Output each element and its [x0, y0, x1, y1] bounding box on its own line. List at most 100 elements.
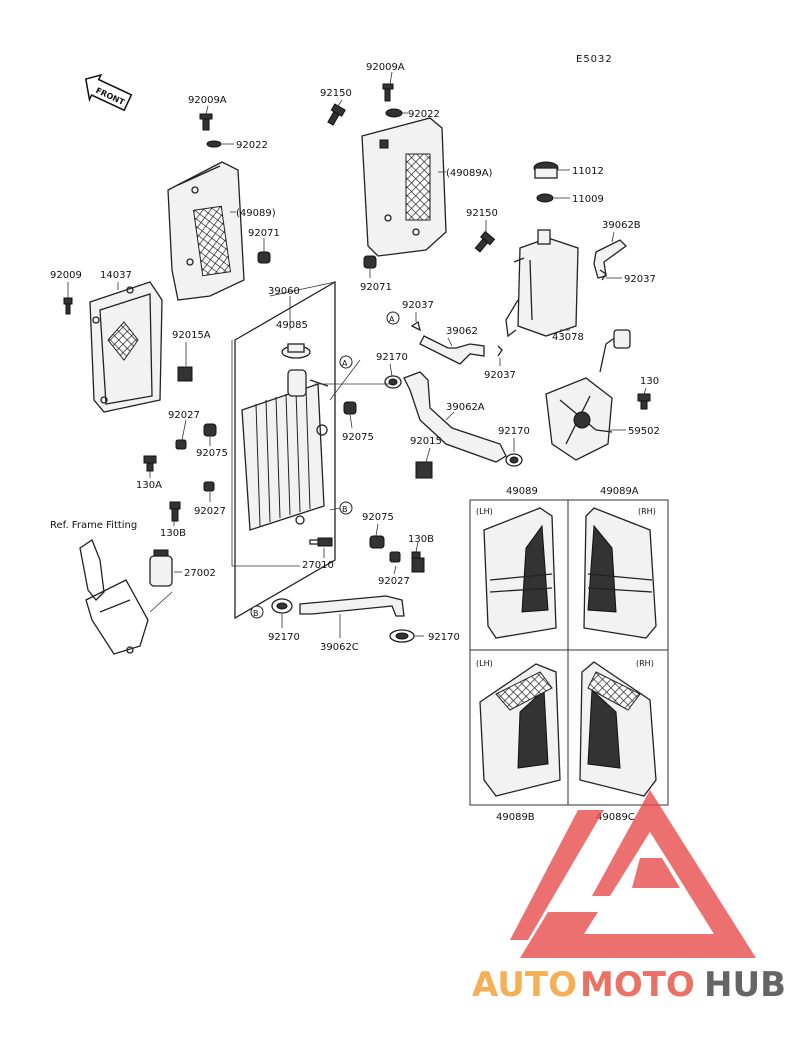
callout-49089B: 49089B: [496, 812, 535, 823]
left-shroud: [167, 161, 245, 301]
bolt-130B-right-icon: [411, 551, 425, 573]
inset-shrouds: [469, 499, 669, 806]
watermark-hub: HUB: [704, 965, 786, 1005]
callout-14037: 14037: [100, 270, 132, 281]
marker-b-radiator: B: [339, 501, 353, 515]
inset-bottom-rh: (RH): [636, 659, 654, 668]
callout-92170-c: 92170: [268, 632, 300, 643]
callout-39062C: 39062C: [320, 642, 359, 653]
marker-a-top: A: [339, 355, 353, 369]
callout-49089C: 49089C: [596, 812, 635, 823]
callout-49085: 49085: [276, 320, 308, 331]
grommet-92075-c-icon: [369, 535, 385, 549]
clamp-92170-b-icon: [505, 453, 523, 467]
callout-49089A: (49089A): [446, 168, 493, 179]
bolt-92150-top-icon: [327, 103, 346, 126]
hose-39062-icon: [419, 335, 485, 365]
callout-92150-top: 92150: [320, 88, 352, 99]
callout-92071-right: 92071: [360, 282, 392, 293]
hose-39062A-icon: [403, 371, 507, 463]
svg-text:A: A: [389, 315, 395, 324]
bolt-92150-mid-icon: [474, 230, 496, 253]
callout-11012: 11012: [572, 166, 604, 177]
clamp-92170-a-icon: [384, 375, 402, 389]
callout-92150-mid: 92150: [466, 208, 498, 219]
callout-27010: 27010: [302, 560, 334, 571]
callout-92170-a: 92170: [376, 352, 408, 363]
svg-text:A: A: [342, 359, 348, 368]
callout-130B-right: 130B: [408, 534, 434, 545]
clip-92037-right-icon: [599, 269, 607, 281]
clip-92037-b-icon: [497, 345, 503, 357]
clip-92037-a-icon: [410, 320, 421, 332]
callout-92075-c: 92075: [362, 512, 394, 523]
callout-92071-left: 92071: [248, 228, 280, 239]
clamp-92170-c-icon: [271, 598, 293, 614]
diagram-code: E5032: [576, 54, 613, 65]
hose-39062C-icon: [299, 595, 405, 617]
grommet-92075-b-icon: [343, 401, 357, 415]
cooling-fan: [545, 329, 631, 461]
callout-27002: 27002: [184, 568, 216, 579]
hose-39062B-icon: [593, 239, 627, 279]
callout-92037-b: 92037: [484, 370, 516, 381]
callout-11009: 11009: [572, 194, 604, 205]
bolt-92009-icon: [63, 297, 73, 315]
collar-92027-a-icon: [175, 439, 187, 450]
callout-92075-a: 92075: [196, 448, 228, 459]
leader-lines: [67, 71, 647, 638]
front-arrow-icon: FRONT: [84, 73, 133, 112]
callout-92037-a: 92037: [402, 300, 434, 311]
seal-11009-icon: [536, 193, 554, 203]
bolt-92009A-right-icon: [382, 83, 394, 102]
callout-59502: 59502: [628, 426, 660, 437]
washer-92022-right-icon: [385, 108, 403, 118]
callout-39062A: 39062A: [446, 402, 485, 413]
callout-92037-c: 92037: [624, 274, 656, 285]
callout-130B-left: 130B: [160, 528, 186, 539]
callout-92022-right: 92022: [408, 109, 440, 120]
bolt-130B-left-icon: [169, 501, 181, 522]
callout-49089A-inset: 49089A: [600, 486, 639, 497]
callout-39062: 39062: [446, 326, 478, 337]
nut-92015-icon: [415, 461, 433, 479]
right-shroud: [361, 117, 447, 257]
callout-92027-b: 92027: [194, 506, 226, 517]
inset-top-rh: (RH): [638, 507, 656, 516]
callout-92015A: 92015A: [172, 330, 211, 341]
collar-92027-b-icon: [203, 481, 215, 492]
callout-labels: 92009A 92022 (49089) 92071 92009 14037 3…: [50, 62, 660, 823]
nut-92015A-icon: [177, 366, 193, 382]
callout-49089-inset: 49089: [506, 486, 538, 497]
radiator: [234, 280, 336, 620]
callout-43078: 43078: [552, 332, 584, 343]
callout-39060: 39060: [268, 286, 300, 297]
bolt-92009A-left-icon: [199, 113, 213, 131]
callout-92170-b: 92170: [498, 426, 530, 437]
automotohub-watermark-logo: AUTO MOTO HUB: [472, 790, 786, 1005]
watermark-auto: AUTO: [472, 965, 577, 1005]
bolt-130-icon: [637, 393, 651, 410]
grommet-92071-right-icon: [363, 255, 377, 269]
radiator-cap-49085-icon: [281, 343, 311, 359]
svg-text:B: B: [253, 609, 259, 618]
frame-bracket: [79, 539, 149, 655]
relay-27002-icon: [149, 549, 173, 587]
callout-49089: (49089): [236, 208, 276, 219]
clamp-92170-d-icon: [389, 629, 415, 643]
callout-92170-d: 92170: [428, 632, 460, 643]
collar-92027-c-icon: [389, 551, 401, 563]
grommet-92071-left-icon: [257, 251, 271, 264]
ref-frame-fitting-note: Ref. Frame Fitting: [50, 520, 137, 531]
callout-92075-b: 92075: [342, 432, 374, 443]
grommet-92075-a-icon: [203, 423, 217, 437]
reservoir-tank: [505, 229, 579, 338]
bolt-130A-icon: [143, 455, 157, 472]
callout-39062B: 39062B: [602, 220, 641, 231]
callout-92009A-left: 92009A: [188, 95, 227, 106]
callout-92022-left: 92022: [236, 140, 268, 151]
temperature-sensor-27010-icon: [309, 537, 333, 547]
callout-92009: 92009: [50, 270, 82, 281]
watermark-moto: MOTO: [580, 965, 695, 1005]
